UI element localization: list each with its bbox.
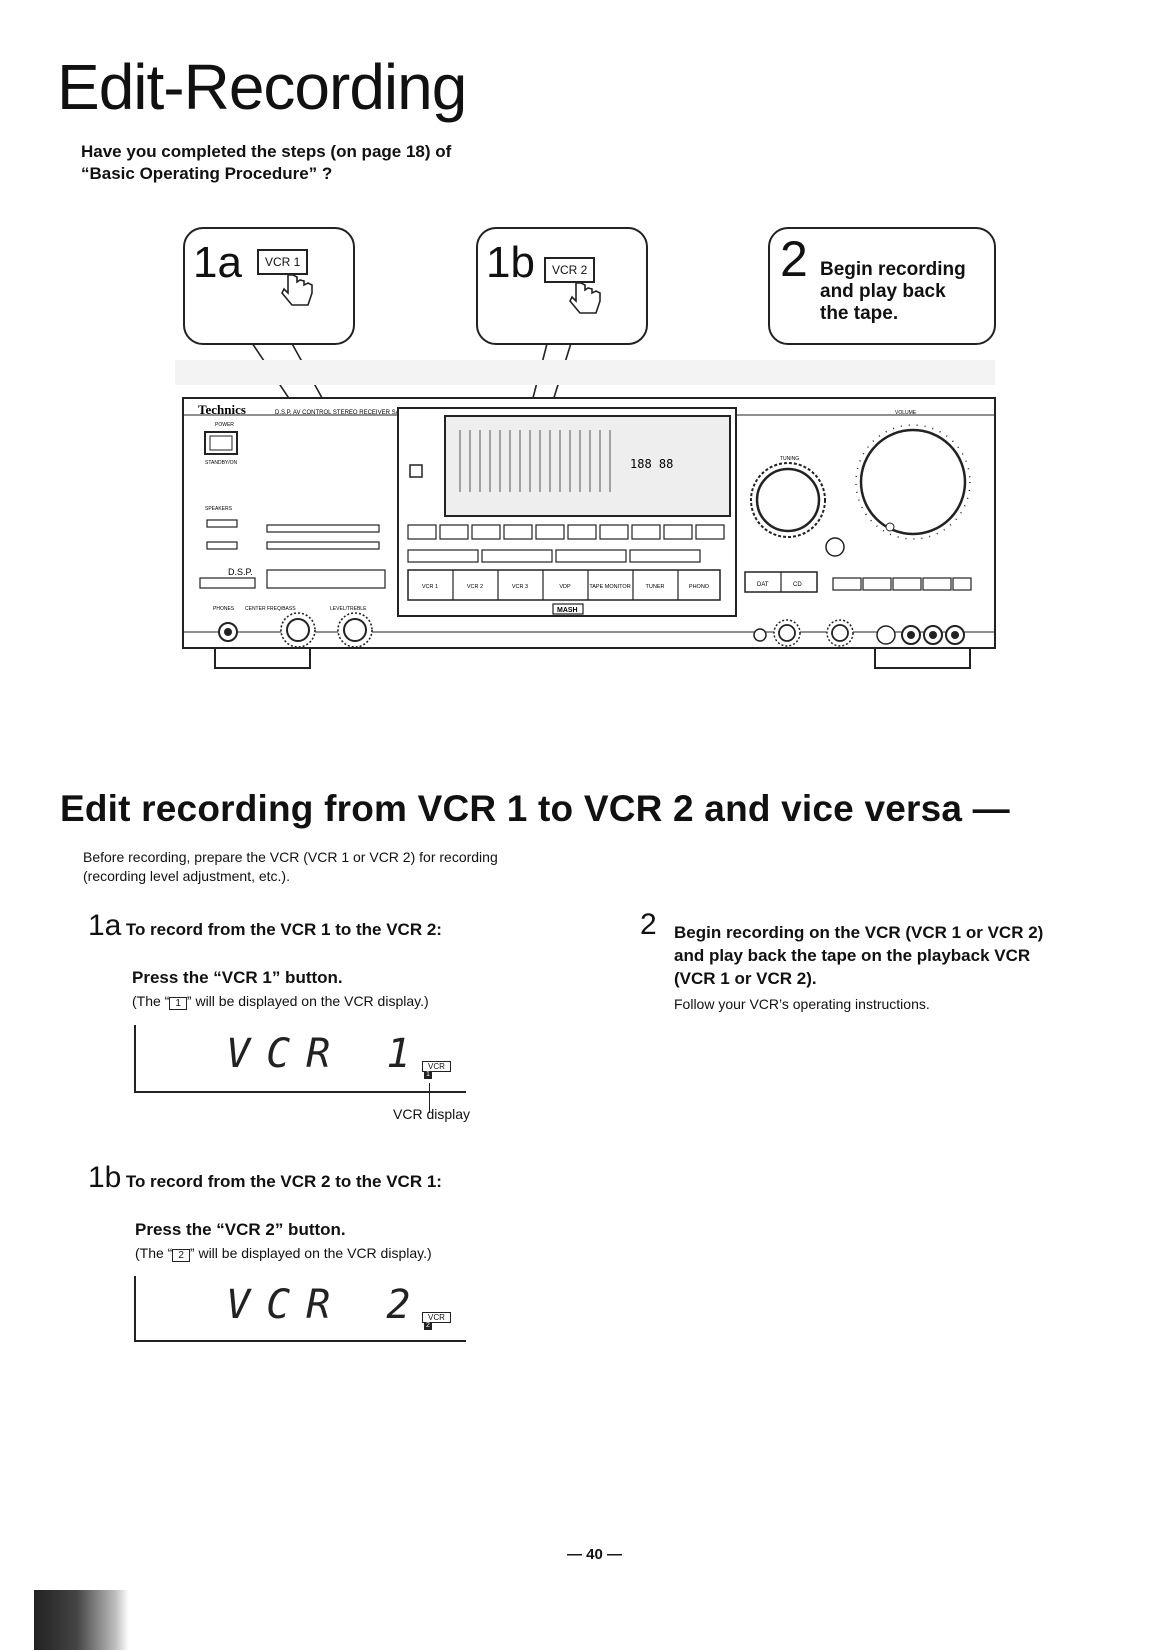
vcr1-lcd-text: VCR 1: [226, 1031, 427, 1077]
svg-text:SPEAKERS: SPEAKERS: [205, 506, 233, 512]
step-1b-action: Press the “VCR 2” button.: [135, 1220, 346, 1239]
svg-text:POWER: POWER: [215, 422, 234, 428]
step-1b-header: 1b To record from the VCR 2 to the VCR 1…: [88, 1161, 442, 1195]
svg-text:VDP: VDP: [559, 584, 571, 590]
svg-text:VCR 3: VCR 3: [512, 584, 528, 590]
svg-text:STANDBY/ON: STANDBY/ON: [205, 460, 238, 466]
vcr-display-caption: VCR display: [393, 1106, 471, 1122]
vcr-tag: VCR: [422, 1061, 451, 1072]
step-1a-note: (The “1” will be displayed on the VCR di…: [132, 993, 429, 1010]
svg-text:TUNING: TUNING: [780, 456, 799, 462]
vcr-number-indicator: 2: [424, 1322, 432, 1330]
vcr-tag: VCR: [422, 1312, 451, 1323]
callout-1b-num: 1b: [486, 238, 535, 287]
svg-text:DAT: DAT: [757, 582, 769, 588]
preset-buttons: [407, 524, 725, 540]
svg-text:LEVEL/TREBLE: LEVEL/TREBLE: [330, 606, 367, 612]
step-1b-head: To record from the VCR 2 to the VCR 1:: [125, 1172, 442, 1191]
pointing-hand-icon: [569, 282, 601, 314]
svg-text:PHONO: PHONO: [689, 584, 710, 590]
svg-text:CENTER FREQ/BASS: CENTER FREQ/BASS: [245, 606, 296, 612]
svg-text:VOLUME: VOLUME: [895, 410, 917, 416]
callout-1a-num: 1a: [193, 238, 242, 287]
svg-text:CD: CD: [793, 582, 802, 588]
vcr1-lcd-display: VCR 1 VCR 1: [134, 1025, 466, 1093]
svg-text:TAPE MONITOR: TAPE MONITOR: [589, 584, 630, 590]
page-number: — 40 —: [567, 1546, 623, 1563]
vcr-1-indicator-icon: 1: [169, 997, 187, 1010]
receiver-foot-left: [214, 647, 311, 669]
vcr2-lcd-text: VCR 2: [226, 1282, 427, 1328]
intro-line-1: Have you completed the steps (on page 18…: [81, 142, 452, 161]
vcr1-button-illustration: VCR 1: [257, 249, 309, 275]
input-selector-strip: [407, 569, 721, 601]
callout-2: 2 Begin recording and play back the tape…: [768, 227, 996, 345]
receiver-foot-right: [874, 647, 971, 669]
svg-text:TUNER: TUNER: [646, 584, 665, 590]
svg-text:VCR 1: VCR 1: [422, 584, 438, 590]
step-1a-head: To record from the VCR 1 to the VCR 2:: [125, 920, 442, 939]
svg-text:188 88: 188 88: [630, 457, 673, 471]
receiver-model: D.S.P. AV CONTROL STEREO RECEIVER SA-GX9…: [275, 410, 421, 416]
page-title: Edit-Recording: [57, 51, 467, 123]
intro-line-2: “Basic Operating Procedure” ?: [81, 164, 333, 183]
step-1b-num: 1b: [88, 1161, 122, 1194]
svg-text:VCR 2: VCR 2: [467, 584, 483, 590]
step-1b-note: (The “2” will be displayed on the VCR di…: [135, 1245, 432, 1262]
callout-1a: 1a VCR 1: [183, 227, 355, 345]
callout-2-num: 2: [780, 231, 808, 287]
pointing-hand-icon: [281, 274, 313, 306]
svg-text:PHONES: PHONES: [213, 606, 235, 612]
fl-display: [444, 415, 731, 517]
step-2-num: 2: [640, 908, 657, 941]
svg-text:D.S.P.: D.S.P.: [228, 567, 253, 577]
intro-question: Have you completed the steps (on page 18…: [81, 141, 601, 185]
svg-text:MASH: MASH: [557, 607, 578, 614]
section-note: Before recording, prepare the VCR (VCR 1…: [83, 849, 498, 884]
scan-artifact: [34, 1590, 129, 1650]
volume-knob: [859, 428, 967, 536]
vcr2-lcd-display: VCR 2 VCR 2: [134, 1276, 466, 1342]
receiver-illustration: Technics D.S.P. AV CONTROL STEREO RECEIV…: [175, 339, 996, 669]
step-2-note: Follow your VCR’s operating instructions…: [674, 996, 930, 1012]
vcr-2-indicator-icon: 2: [172, 1249, 190, 1262]
step-1a-num: 1a: [88, 909, 122, 942]
section-heading: Edit recording from VCR 1 to VCR 2 and v…: [60, 788, 1010, 829]
step-2-head: Begin recording on the VCR (VCR 1 or VCR…: [674, 923, 1044, 988]
vcr2-button-illustration: VCR 2: [544, 257, 596, 283]
step-1a-header: 1a To record from the VCR 1 to the VCR 2…: [88, 909, 442, 943]
callout-2-text: Begin recording and play back the tape.: [820, 259, 966, 324]
tuning-knob: [755, 467, 821, 533]
step-1a-action: Press the “VCR 1” button.: [132, 968, 343, 987]
receiver-brand: Technics: [198, 402, 246, 417]
callout-1b: 1b VCR 2: [476, 227, 648, 345]
vcr-number-indicator: 1: [424, 1071, 432, 1079]
